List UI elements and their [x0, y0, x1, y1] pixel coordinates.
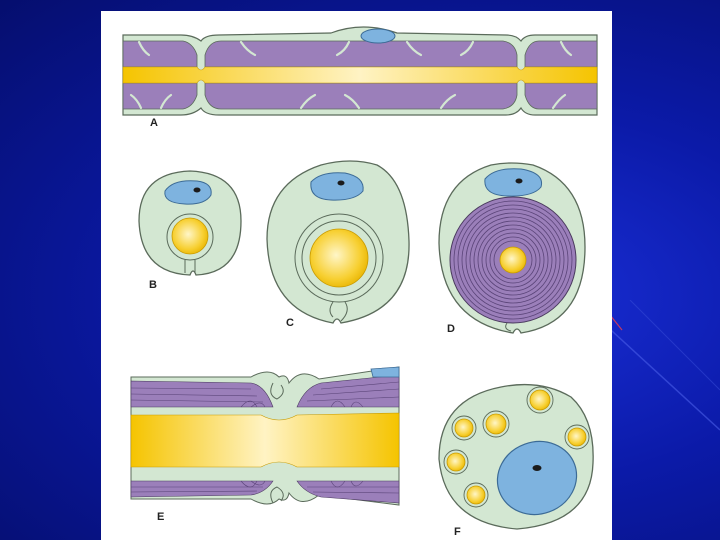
label-f: F	[454, 527, 461, 538]
myelination-diagram	[101, 11, 612, 540]
label-c: C	[286, 318, 294, 329]
label-a: A	[150, 118, 158, 129]
panel-f-unmyelinated-fibers	[439, 385, 593, 529]
panel-c-mesaxon-spiral	[267, 161, 409, 323]
label-d: D	[447, 324, 455, 335]
panel-e-node-of-ranvier	[131, 367, 399, 505]
label-b: B	[149, 280, 157, 291]
background-streak	[600, 300, 720, 440]
panel-a-longitudinal-fiber	[123, 27, 597, 115]
figure-panel: A B C D E F	[101, 11, 612, 540]
panel-d-compact-myelin	[439, 163, 585, 333]
panel-b-early-wrap	[139, 171, 241, 275]
label-e: E	[157, 512, 164, 523]
